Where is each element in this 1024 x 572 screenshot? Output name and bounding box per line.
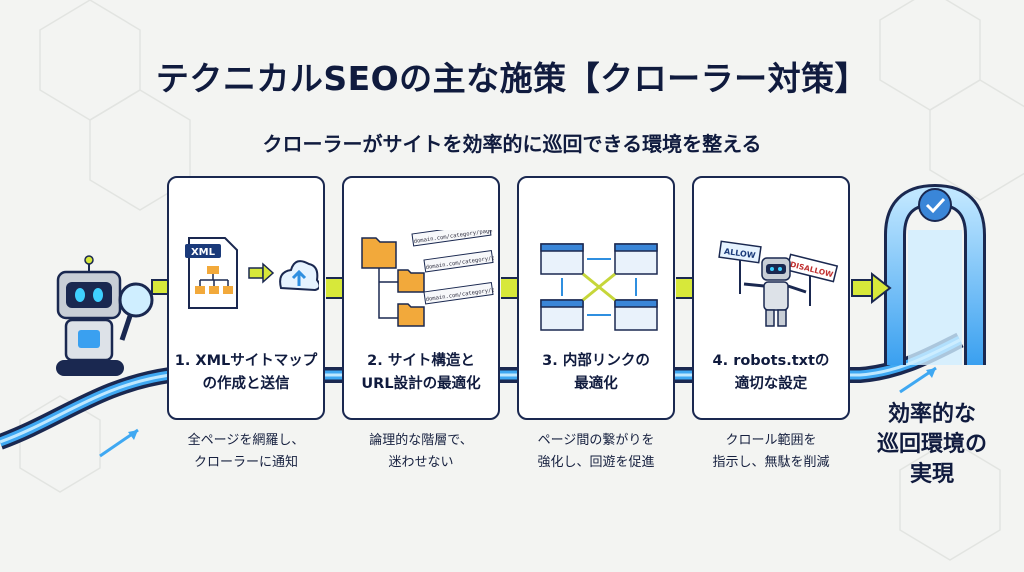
- robots-sign-icon: ALLOW DISALLOW: [718, 240, 839, 327]
- step-description: 論理的な階層で、 迷わせない: [369, 433, 473, 470]
- step-label: 3. 内部リンクの 最適化: [542, 353, 650, 392]
- linked-pages-icon: [540, 243, 658, 331]
- step-description: クロール範囲を 指示し、無駄を削減: [712, 433, 830, 470]
- step-card-internal-links: 3. 内部リンクの 最適化: [517, 176, 675, 420]
- step-description: 全ページを網羅し、 クローラーに通知: [187, 433, 305, 470]
- connector-arrow: [676, 277, 696, 299]
- page-title: テクニカルSEOの主な施策【クローラー対策】: [155, 59, 869, 98]
- step-card-xml-sitemap: XML 1. XMLサイトマップ の作成と送信: [167, 176, 325, 420]
- connector-arrow: [326, 277, 346, 299]
- page-subtitle: クローラーがサイトを効率的に巡回できる環境を整える: [262, 132, 762, 156]
- step-card-robots-txt: ALLOW DISALLOW 4. robots.txtの 適切な設定: [692, 176, 850, 420]
- step-label: 1. XMLサイトマップ の作成と送信: [174, 353, 318, 392]
- xml-tag-text: XML: [191, 247, 216, 258]
- folder-tree-icon: domain.com/category/page domain.com/cate…: [361, 230, 494, 327]
- step-label: 2. サイト構造と URL設計の最適化: [361, 353, 481, 392]
- connector-arrow: [501, 277, 521, 299]
- xml-sitemap-icon: XML: [185, 237, 319, 309]
- crawler-robot-illustration: [56, 255, 154, 376]
- result-text: 効率的な 巡回環境の 実現: [876, 402, 987, 487]
- allow-sign-text: ALLOW: [723, 247, 756, 260]
- step-label: 4. robots.txtの 適切な設定: [712, 353, 830, 392]
- gate-illustration: [884, 183, 986, 365]
- step-card-site-structure: domain.com/category/page domain.com/cate…: [342, 176, 500, 420]
- step-description: ページ間の繋がりを 強化し、回遊を促進: [537, 433, 655, 470]
